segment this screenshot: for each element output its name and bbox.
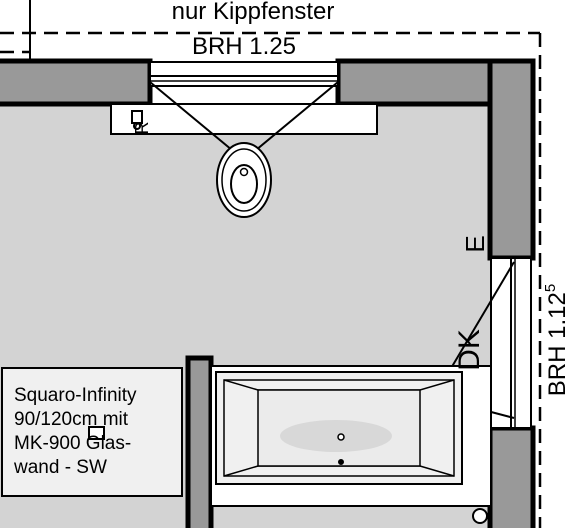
top-window-note: nur Kippfenster [172,0,335,25]
wc-module [110,103,378,135]
bathtub [210,365,492,507]
toilet [216,142,272,218]
top-window-brh: BRH 1.25 [192,33,296,60]
shower-label-line-4: wand - SW [14,457,107,478]
marker-e: E [460,235,490,252]
shower-label-line-3: MK-900 Glas- [14,433,132,454]
shower-label-line-2: 90/120cm mit [14,409,129,430]
walls [0,58,536,528]
dashed-outline [0,31,542,528]
wall-right-upper [487,58,536,261]
right-window-brh: BRH 1.125 [542,284,571,396]
toilet-seat-inner [230,164,258,204]
bathtub-overflow [338,459,344,465]
marker-dk: DK [453,329,486,371]
bathtub-shading [280,420,392,452]
wall-partition [185,355,214,528]
shower-label: Squaro-Infinity 90/120cm mit MK-900 Glas… [14,384,184,480]
wall-top-left [0,58,153,107]
window-opening-lines-top [149,81,339,161]
right-window [490,257,532,429]
paper-holder [131,110,143,130]
wall-top-right [335,58,496,107]
shower-drain [88,426,105,440]
top-window [149,61,339,87]
riser-pipe [472,508,488,524]
shower-label-line-1: Squaro-Infinity [14,385,137,406]
marker-r: R [132,122,152,135]
bathtub-drain [337,433,345,441]
wall-right-lower [487,425,536,528]
